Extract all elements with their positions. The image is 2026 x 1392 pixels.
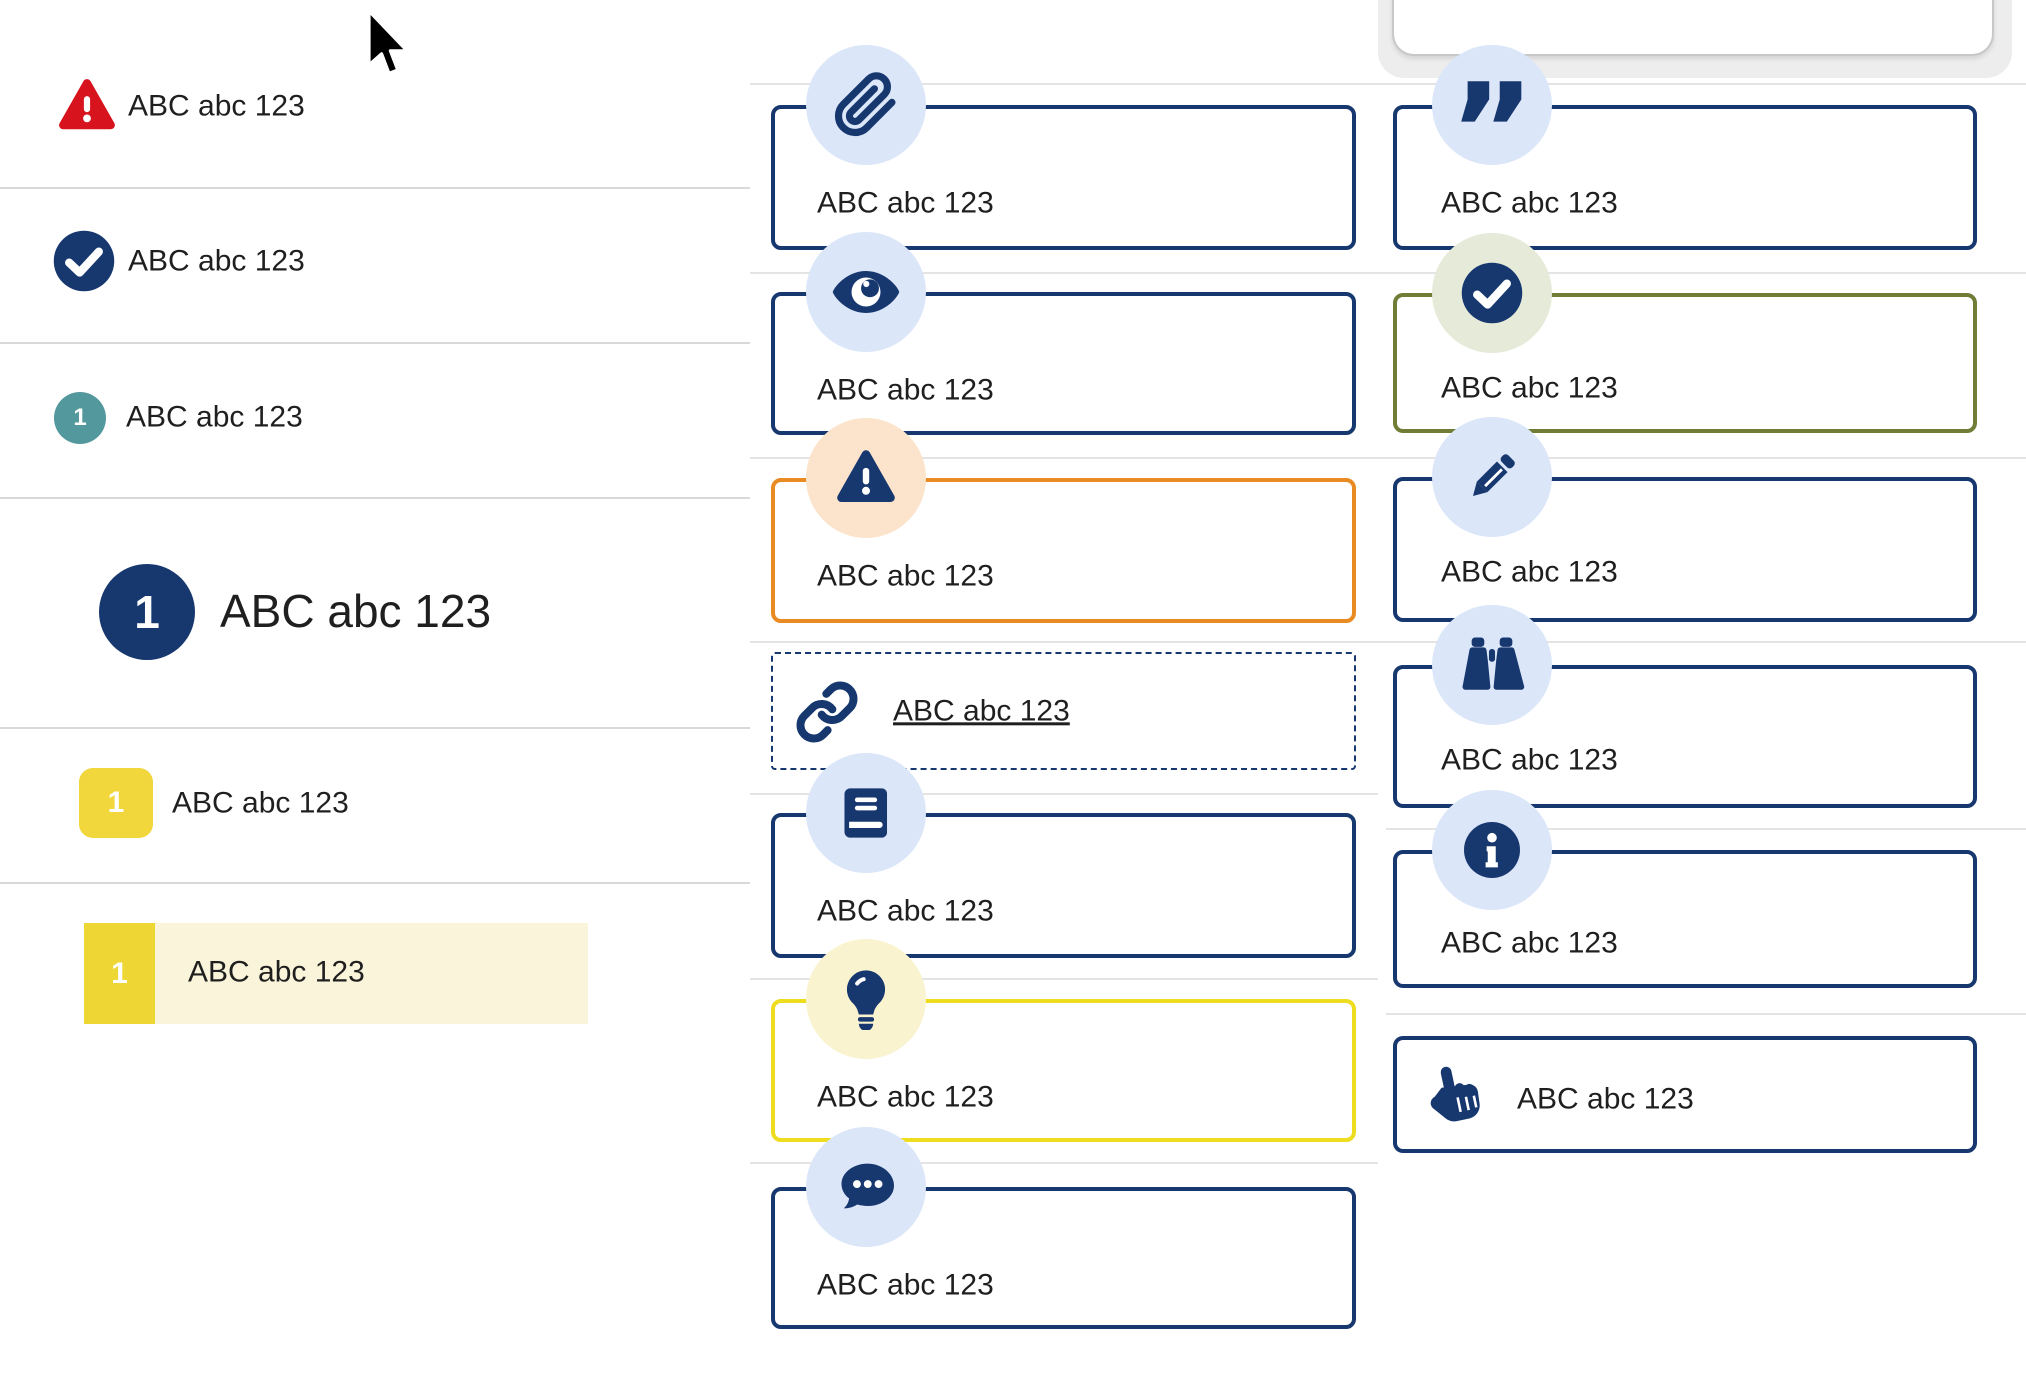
card-label: ABC abc 123 bbox=[817, 373, 994, 407]
badge-number: 1 bbox=[107, 786, 125, 819]
card-label: ABC abc 123 bbox=[817, 559, 994, 593]
highlighted-list-item[interactable]: 1 ABC abc 123 bbox=[84, 923, 588, 1024]
row-separator bbox=[750, 793, 1378, 795]
divider bbox=[0, 187, 750, 189]
divider bbox=[0, 342, 750, 344]
row-separator bbox=[750, 83, 2026, 85]
link-callout-box[interactable]: ABC abc 123 bbox=[771, 652, 1356, 770]
lightbulb-icon bbox=[806, 939, 926, 1059]
quote-icon: ” bbox=[1432, 45, 1552, 196]
list-item-label: ABC abc 123 bbox=[188, 955, 365, 989]
card-label: ABC abc 123 bbox=[1517, 1082, 1694, 1116]
teal-number-badge: 1 bbox=[54, 392, 106, 444]
divider bbox=[0, 497, 750, 499]
inline-link[interactable]: ABC abc 123 bbox=[893, 694, 1070, 728]
book-icon bbox=[806, 753, 926, 873]
row-separator bbox=[750, 641, 2026, 643]
row-separator bbox=[750, 1162, 1378, 1164]
navy-number-badge-large: 1 bbox=[99, 564, 195, 660]
card-label: ABC abc 123 bbox=[817, 186, 994, 220]
check-circle-icon bbox=[51, 228, 117, 299]
yellow-number-badge: 1 bbox=[79, 768, 153, 838]
badge-number: 1 bbox=[111, 956, 128, 990]
row-separator bbox=[750, 457, 2026, 459]
card-label: ABC abc 123 bbox=[1441, 926, 1618, 960]
binoculars-icon bbox=[1432, 605, 1552, 725]
callout-card-hand: ABC abc 123 bbox=[1393, 1036, 1977, 1153]
check-circle-icon bbox=[1432, 233, 1552, 353]
card-label: ABC abc 123 bbox=[817, 1080, 994, 1114]
card-label: ABC abc 123 bbox=[1441, 555, 1618, 589]
paperclip-icon bbox=[806, 45, 926, 165]
list-item-label: ABC abc 123 bbox=[128, 89, 305, 123]
card-label: ABC abc 123 bbox=[1441, 371, 1618, 405]
divider bbox=[0, 882, 750, 884]
card-label: ABC abc 123 bbox=[817, 894, 994, 928]
card-label: ABC abc 123 bbox=[1441, 743, 1618, 777]
info-icon bbox=[1432, 790, 1552, 910]
row-separator bbox=[1386, 828, 2026, 830]
card-label: ABC abc 123 bbox=[817, 1268, 994, 1302]
pencil-icon bbox=[1432, 417, 1552, 537]
row-separator bbox=[750, 978, 1378, 980]
chat-icon bbox=[806, 1127, 926, 1247]
link-icon bbox=[795, 680, 859, 749]
badge-number: 1 bbox=[73, 404, 87, 431]
list-item-label: ABC abc 123 bbox=[126, 400, 303, 434]
yellow-number-badge: 1 bbox=[84, 923, 155, 1024]
section-heading: ABC abc 123 bbox=[220, 584, 492, 637]
list-item-label: ABC abc 123 bbox=[172, 786, 349, 820]
warning-icon bbox=[806, 418, 926, 538]
divider bbox=[0, 727, 750, 729]
list-item-label: ABC abc 123 bbox=[128, 244, 305, 278]
mouse-cursor bbox=[366, 8, 412, 87]
card-label: ABC abc 123 bbox=[1441, 186, 1618, 220]
eye-icon bbox=[806, 232, 926, 352]
row-separator bbox=[1386, 1013, 2026, 1015]
warning-triangle-icon bbox=[56, 74, 118, 138]
row-separator bbox=[750, 272, 2026, 274]
badge-number: 1 bbox=[134, 586, 160, 638]
hand-pointer-icon bbox=[1417, 1062, 1491, 1137]
